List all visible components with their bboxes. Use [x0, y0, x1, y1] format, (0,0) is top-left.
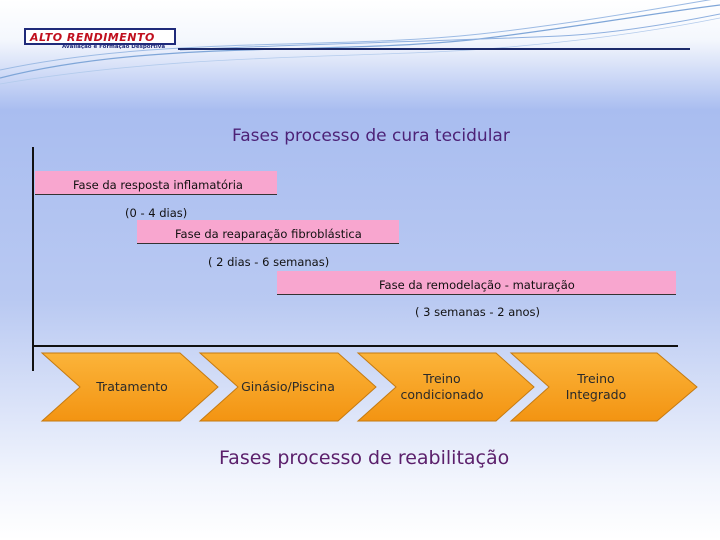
rehab-arrow-1: [40, 352, 219, 422]
rehab-step-treatment: Tratamento: [96, 379, 168, 394]
rehab-step-gym-pool: Ginásio/Piscina: [241, 379, 335, 394]
phase-duration-remodeling: ( 3 semanas - 2 anos): [415, 305, 541, 319]
timeline-vertical-axis: [32, 147, 34, 371]
rehab-step-integrated-training: Treino Integrado: [565, 371, 627, 402]
logo-name: ALTO RENDIMENTO: [24, 28, 176, 45]
rehab-step-conditioned-training: Treino condicionado: [400, 371, 484, 402]
timeline-horizontal-axis: [32, 345, 678, 347]
rehab-arrow-4: [509, 352, 698, 422]
phase-label-inflammatory: Fase da resposta inflamatória: [73, 178, 243, 192]
logo-tagline: Avaliação e Formação Desportiva: [62, 44, 166, 50]
rehab-arrow-3: [356, 352, 535, 422]
phase-label-remodeling: Fase da remodelação - maturação: [379, 278, 575, 292]
header-decoration: [0, 0, 720, 85]
rehab-arrow-2: [198, 352, 377, 422]
phase-duration-fibroblastic: ( 2 dias - 6 semanas): [208, 255, 330, 269]
phase-bar-inflammatory: Fase da resposta inflamatória: [35, 171, 277, 195]
phase-duration-inflammatory: (0 - 4 dias): [125, 206, 188, 220]
phase-label-fibroblastic: Fase da reaparação fibroblástica: [175, 227, 362, 241]
phase-bar-remodeling: Fase da remodelação - maturação: [277, 271, 676, 295]
healing-title: Fases processo de cura tecidular: [232, 126, 510, 146]
rehab-title: Fases processo de reabilitação: [219, 447, 510, 469]
phase-bar-fibroblastic: Fase da reaparação fibroblástica: [137, 220, 399, 244]
brand-logo: ALTO RENDIMENTO Avaliação e Formação Des…: [24, 28, 178, 52]
header-divider: [178, 48, 690, 50]
